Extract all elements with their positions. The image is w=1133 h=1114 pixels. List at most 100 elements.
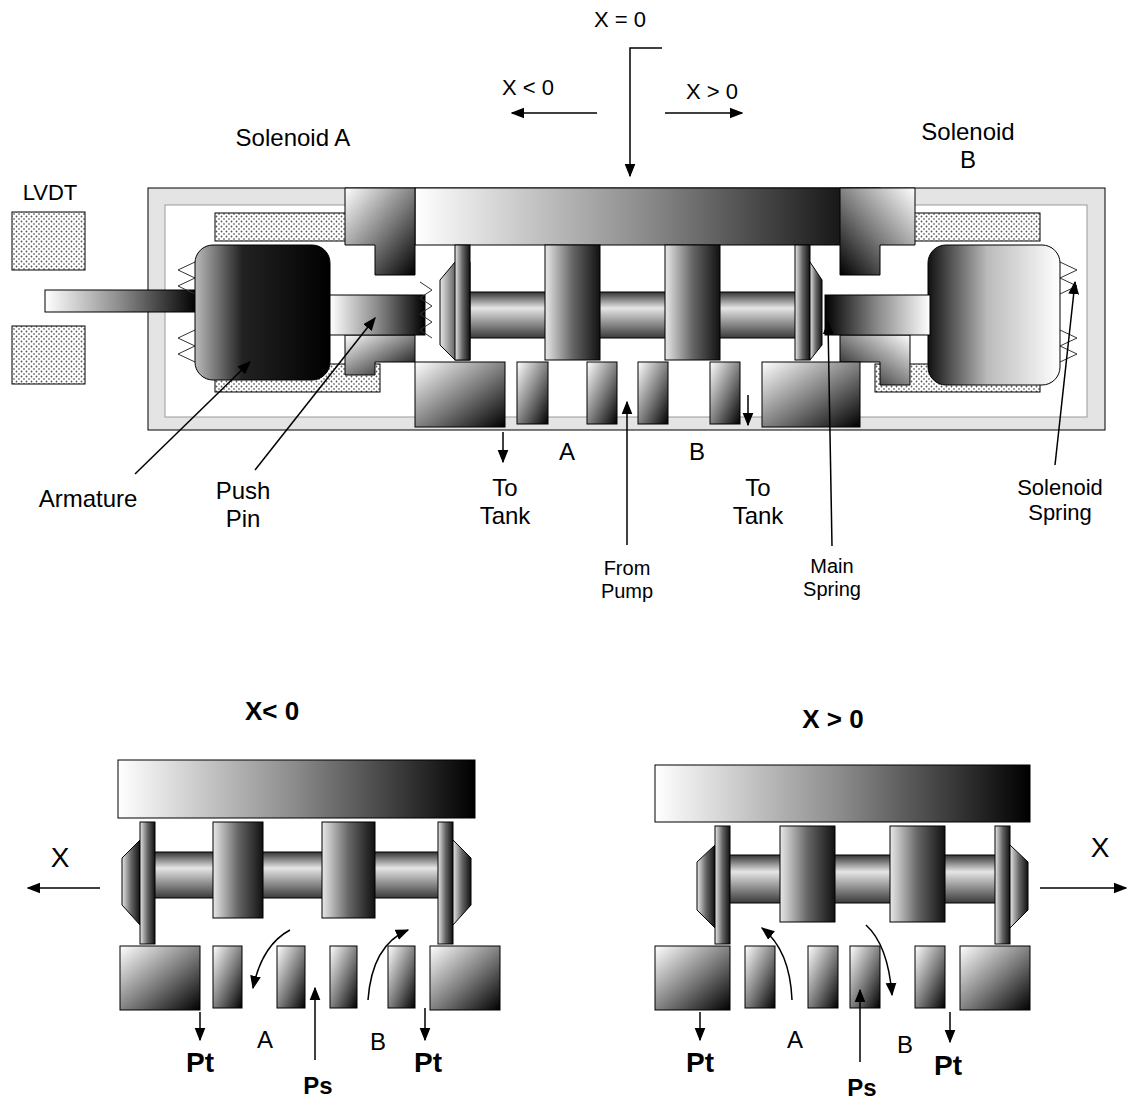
solenoid-a [178, 188, 432, 392]
spool-detail-right [745, 946, 775, 1008]
valve-housing [415, 188, 880, 245]
flow-arrow [199, 1012, 201, 1040]
callout-label-box: Pt [186, 1047, 214, 1079]
spool-detail-right [655, 765, 1030, 822]
flow-arrow [949, 1012, 951, 1042]
callout-label: X > 0 [686, 79, 738, 104]
spool-detail-right [960, 946, 1030, 1010]
spool-detail-left [122, 840, 140, 925]
lvdt-coil [12, 212, 85, 270]
lvdt-coil [12, 212, 197, 384]
callout-label: Pt [686, 1047, 714, 1079]
callout-label-box: Pt [414, 1047, 442, 1079]
flow-arrow [700, 888, 1126, 1062]
leader-arrow [135, 48, 1075, 546]
flow-arrow [253, 930, 290, 988]
flow-arrow [859, 990, 861, 1062]
callout-label-box: A [787, 1026, 803, 1054]
leader-arrow [665, 112, 742, 114]
leader-arrow [828, 322, 832, 546]
spool-detail-right [808, 946, 838, 1008]
callout-label-box: X > 0 [686, 79, 738, 104]
solenoid-b [810, 188, 1077, 392]
valve-body [710, 362, 740, 424]
callout-label: Solenoid A [236, 124, 351, 152]
solenoid-a [178, 262, 195, 294]
callout-label-box: Push Pin [208, 477, 278, 532]
spool-detail-left [388, 946, 415, 1008]
callout-label-box: Ps [303, 1072, 332, 1100]
solenoid-b [825, 295, 930, 335]
callout-label: X > 0 [802, 705, 863, 735]
spool-detail-left [430, 946, 500, 1010]
spool-detail-left [140, 822, 155, 944]
valve-housing [148, 188, 1105, 430]
callout-label: B [897, 1031, 913, 1059]
valve-body [415, 362, 505, 427]
solenoid-a [420, 282, 432, 338]
solenoid-b [840, 188, 915, 275]
solenoid-b [928, 245, 1060, 385]
flow-arrow [866, 925, 892, 995]
callout-label-box: X < 0 [502, 75, 554, 100]
callout-label-box: B [689, 438, 705, 466]
callout-label: B [370, 1028, 386, 1056]
solenoid-a [330, 295, 425, 335]
callout-label-box: X< 0 [245, 697, 299, 727]
callout-label: A [787, 1026, 803, 1054]
leader-arrow [630, 48, 662, 176]
callout-label-box: Main Spring [792, 555, 872, 601]
callout-label-box: A [559, 438, 575, 466]
callout-label: To Tank [473, 474, 538, 529]
callout-label: To Tank [726, 474, 791, 529]
valve-housing [148, 188, 1105, 430]
flow-arrow [424, 1008, 426, 1040]
callout-label-box: X = 0 [594, 7, 646, 32]
spool-detail-left [213, 946, 242, 1008]
callout-label: From Pump [590, 557, 665, 603]
leader-arrow [626, 402, 628, 545]
callout-label: X [51, 842, 70, 874]
callout-label: X< 0 [245, 697, 299, 727]
flow-arrow [699, 1012, 701, 1040]
spool-detail-left [120, 946, 200, 1010]
flow-arrow [1040, 887, 1126, 889]
valve-body [638, 362, 668, 424]
spool-detail-left [213, 822, 263, 918]
callout-label: Push Pin [208, 477, 278, 532]
spool-detail-right [728, 855, 998, 903]
lvdt-coil [12, 326, 85, 384]
callout-label: Ps [847, 1074, 876, 1102]
callout-label-box: From Pump [590, 557, 665, 603]
leader-arrow [1055, 282, 1075, 465]
flow-arrow [762, 928, 792, 1000]
solenoid-a [345, 188, 415, 275]
callout-label-box: To Tank [473, 474, 538, 529]
leader-arrow [512, 112, 597, 114]
spool [440, 245, 822, 360]
spool-detail-right [915, 946, 945, 1008]
spool-detail-left [277, 946, 305, 1008]
spool-detail-right [697, 845, 715, 928]
flow-arrow [28, 887, 100, 889]
valve-body [587, 362, 617, 424]
spool-detail-right [850, 946, 880, 1008]
flow-arrow [314, 988, 316, 1060]
callout-label: Pt [414, 1047, 442, 1079]
callout-label: X < 0 [502, 75, 554, 100]
callout-label: X [1091, 832, 1110, 864]
callout-label-box: LVDT [23, 180, 78, 205]
leader-arrow [747, 395, 749, 425]
solenoid-a [345, 335, 415, 375]
callout-label: Ps [303, 1072, 332, 1100]
leader-arrow [135, 362, 250, 474]
spool-detail-left [118, 760, 500, 1010]
spool [455, 292, 813, 338]
spool-detail-left [438, 822, 453, 944]
callout-label: A [559, 438, 575, 466]
callout-label-box: To Tank [726, 474, 791, 529]
valve-body [415, 362, 860, 427]
spool-detail-right [1010, 845, 1028, 928]
spool-detail-left [330, 946, 357, 1008]
